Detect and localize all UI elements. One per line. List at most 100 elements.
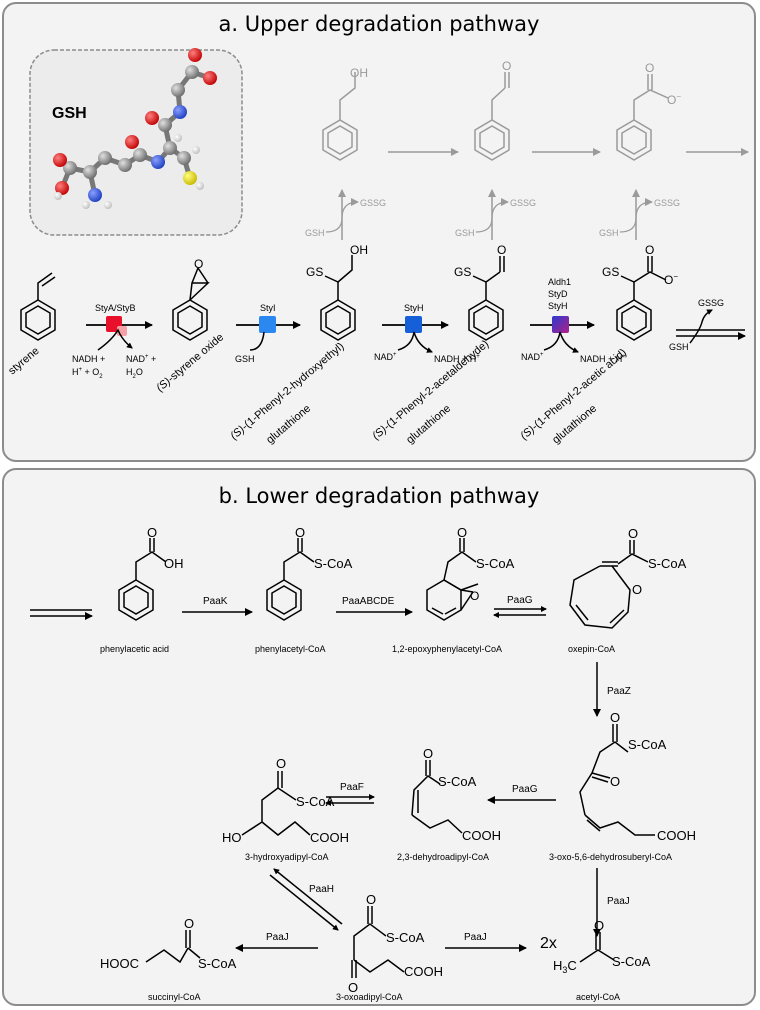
hydroxyadipyl-coa-label: 3-hydroxyadipyl-CoA: [245, 852, 329, 862]
grey-aldehyde-structure: [474, 72, 510, 161]
oxodehydro-scoa-label: S-CoA: [628, 737, 667, 752]
styab-cofactor-out: NAD+ +: [126, 354, 156, 364]
acetic-acid-glutathione-structure: [616, 256, 667, 341]
o-label-ald: O: [497, 243, 506, 257]
paag-label-1: PaaG: [507, 595, 533, 606]
pac-o-label: O: [295, 525, 305, 540]
succinyl-carbonyl-o-label: O: [184, 916, 194, 931]
gs-label-1: GS: [306, 265, 323, 279]
paaz-label: PaaZ: [607, 686, 631, 697]
paah-reverse-arrow: [273, 868, 343, 925]
succinyl-hooc-label: HOOC: [100, 956, 139, 971]
styab-cofactor-in-2: H+ + O2: [72, 367, 103, 380]
hydroxy-carbonyl-o-label: O: [276, 756, 286, 771]
hydroxyethyl-glutathione-structure: [320, 255, 356, 341]
phenylacetyl-coa-structure: [266, 538, 315, 621]
phenylacetic-acid-label: phenylacetic acid: [100, 644, 169, 654]
paaj-label-3: PaaJ: [464, 932, 487, 943]
dehydroadipyl-coa-structure: [411, 760, 463, 834]
styd-label: StyD: [548, 289, 568, 299]
hydroxy-scoa-label: S-CoA: [296, 794, 335, 809]
styi-label: StyI: [260, 303, 276, 313]
gs-label-3: GS: [602, 265, 619, 279]
pac-scoa-label: S-CoA: [314, 556, 353, 571]
pa-o-label: O: [147, 525, 157, 540]
oxoadipyl-scoa-label: S-CoA: [386, 930, 425, 945]
epoxy-o-label: O: [470, 589, 479, 603]
styab-cofactor-arrow: [97, 328, 133, 351]
oxodehydro-carbonyl-o-label: O: [610, 710, 620, 725]
epoxy-carbonyl-o-label: O: [457, 525, 467, 540]
paag-label-2: PaaG: [512, 784, 538, 795]
styrene-label: styrene: [6, 345, 41, 377]
o-label-acid: O: [645, 243, 654, 257]
oxepin-scoa-label: S-CoA: [648, 556, 687, 571]
hydroxy-ho-label: HO: [222, 830, 242, 845]
styi-gsh-label: GSH: [235, 354, 255, 364]
acetaldehyde-glutathione-structure: [468, 256, 505, 341]
o-minus-label: O−: [664, 272, 678, 287]
aldh1-label: Aldh1: [548, 277, 571, 287]
grey-alcohol-structure: [322, 72, 358, 161]
acetyl-coa-label: acetyl-CoA: [576, 992, 620, 1002]
phenylacetic-acid-structure: [118, 538, 167, 621]
gsh-label: GSH: [52, 105, 87, 122]
grey-oh-label: OH: [350, 66, 368, 80]
oxoadipyl-cooh-label: COOH: [404, 964, 443, 979]
oxodehydrosuberyl-coa-structure: [579, 724, 655, 836]
dehydroadipyl-coa-label: 2,3-dehydroadipyl-CoA: [397, 852, 489, 862]
styh-nad-label: NAD+: [374, 352, 397, 362]
grey-gsh-2: GSH: [455, 228, 475, 238]
styh-enzyme-box: [405, 316, 422, 333]
paaj-label-1: PaaJ: [607, 896, 630, 907]
epoxy-scoa-label: S-CoA: [476, 556, 515, 571]
oxoadipyl-carbonyl-o-label: O: [366, 892, 376, 907]
succinyl-coa-structure: [145, 930, 201, 964]
grey-gsh-3: GSH: [599, 228, 619, 238]
hydroxy-cooh-label: COOH: [310, 830, 349, 845]
dehydro-carbonyl-o-label: O: [423, 746, 433, 761]
paah-label: PaaH: [309, 884, 334, 895]
aldh-nad-label: NAD+: [521, 352, 544, 362]
styab-cofactor-in: NADH +: [72, 354, 105, 364]
grey-o-label-2: O: [645, 61, 654, 75]
aldh-cofactor-arrow: [543, 331, 579, 353]
panel-b-title: b. Lower degradation pathway: [218, 484, 540, 508]
gsh-structure-inset: GSH: [29, 48, 243, 236]
grey-acid-structure: [616, 74, 669, 161]
paaf-label: PaaF: [340, 782, 364, 793]
epoxyphenylacetyl-coa-structure: [426, 538, 479, 621]
two-x-label: 2x: [540, 935, 557, 952]
succinyl-coa-label: succinyl-CoA: [148, 992, 201, 1002]
hydroxyadipyl-coa-structure: [241, 771, 311, 836]
grey-gsh-arrows: [325, 189, 653, 240]
styab-cofactor-out-2: H2O: [126, 367, 143, 380]
grey-o-label: O: [502, 59, 511, 73]
styi-gsh-arrow: [249, 331, 265, 351]
pa-oh-label: OH: [164, 556, 184, 571]
oxodehydrosuberyl-coa-label: 3-oxo-5,6-dehydrosuberyl-CoA: [549, 852, 672, 862]
acetyl-scoa-label: S-CoA: [612, 954, 651, 969]
aldh-enzyme-box: [552, 316, 569, 333]
styh-label: StyH: [404, 303, 424, 313]
exit-gssg-label: GSSG: [698, 298, 724, 308]
oxepin-ring-o-label: O: [632, 582, 642, 597]
grey-gsh-1: GSH: [305, 228, 325, 238]
oh-label-1: OH: [350, 243, 368, 257]
oxepin-carbonyl-o-label: O: [628, 526, 638, 541]
paak-label: PaaK: [203, 596, 228, 607]
dehydro-cooh-label: COOH: [462, 828, 501, 843]
exit-gsh-arrow: [689, 309, 713, 344]
succinyl-scoa-label: S-CoA: [198, 956, 237, 971]
grey-o-minus-label: O−: [667, 92, 681, 107]
epoxyphenylacetyl-coa-label: 1,2-epoxyphenylacetyl-CoA: [392, 644, 502, 654]
oxepin-coa-structure: [569, 540, 649, 629]
paaabcde-label: PaaABCDE: [342, 596, 395, 607]
paah-forward-arrow: [269, 874, 339, 931]
oxepin-coa-label: oxepin-CoA: [568, 644, 615, 654]
dehydro-scoa-label: S-CoA: [438, 774, 477, 789]
styh-cofactor-arrow: [397, 331, 433, 353]
oxoadipyl-keto-o-label: O: [348, 980, 358, 995]
oxodehydro-keto-o-label: O: [610, 774, 620, 789]
panel-a-title: a. Upper degradation pathway: [218, 12, 540, 36]
